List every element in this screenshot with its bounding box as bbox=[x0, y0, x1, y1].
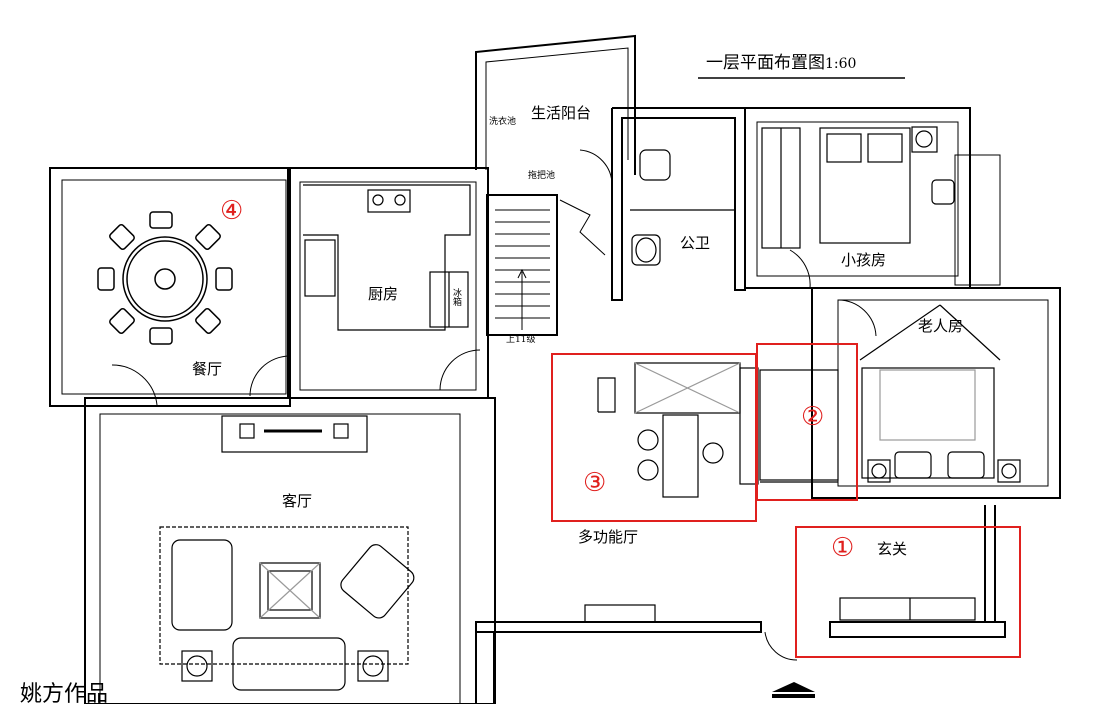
marker-2: ② bbox=[801, 402, 825, 432]
kitchen-wall bbox=[287, 167, 489, 399]
room-label-wc: 公卫 bbox=[680, 234, 711, 252]
room-label-kids: 小孩房 bbox=[841, 251, 887, 269]
balcony-wall bbox=[475, 34, 636, 175]
room-label-multi: 多功能厅 bbox=[578, 528, 639, 546]
marker-4: ④ bbox=[220, 196, 244, 226]
south-wall-left bbox=[475, 621, 762, 633]
living-wall bbox=[84, 397, 496, 704]
fixture-label-fridge: 冰箱 bbox=[453, 289, 463, 308]
kids-room-furniture bbox=[761, 126, 955, 249]
highlight-box-entry bbox=[795, 526, 1021, 658]
room-label-elder: 老人房 bbox=[918, 317, 964, 335]
doors bbox=[111, 149, 877, 661]
fixture-label-stairs: 上11级 bbox=[506, 335, 536, 345]
outer-walls bbox=[49, 34, 1061, 704]
entry-cabinet bbox=[584, 597, 976, 623]
multi-hall-furniture bbox=[597, 362, 839, 498]
elder-wall bbox=[811, 287, 1061, 499]
room-label-living: 客厅 bbox=[282, 492, 313, 510]
plan-title: 一层平面布置图1:60 bbox=[706, 55, 856, 72]
marker-3: ③ bbox=[583, 468, 607, 498]
room-label-entry: 玄关 bbox=[877, 540, 908, 558]
plan-title-text: 一层平面布置图 bbox=[706, 53, 825, 73]
plan-scale: 1:60 bbox=[825, 56, 857, 72]
elder-room-furniture bbox=[859, 304, 1021, 483]
author-credit: 姚方作品 bbox=[20, 682, 109, 704]
highlight-boxes bbox=[551, 343, 1021, 658]
highlight-box-multi bbox=[551, 353, 757, 522]
dining-table bbox=[97, 211, 233, 345]
room-label-kitchen: 厨房 bbox=[368, 285, 399, 303]
wc-fixtures bbox=[630, 149, 735, 266]
entry-arrow bbox=[772, 682, 815, 692]
kitchen-counter bbox=[303, 184, 471, 331]
dining-outer-wall bbox=[49, 167, 291, 407]
wc-wall bbox=[611, 107, 746, 301]
south-wall-right bbox=[829, 621, 1006, 638]
marker-1: ① bbox=[831, 533, 855, 563]
staircase bbox=[495, 199, 606, 330]
fixture-label-mop: 拖把池 bbox=[528, 171, 556, 181]
stair-wall bbox=[486, 194, 558, 336]
room-label-dining: 餐厅 bbox=[192, 360, 223, 378]
room-label-balcony: 生活阳台 bbox=[531, 104, 592, 122]
fixture-label-washer: 洗衣池 bbox=[489, 117, 517, 127]
living-room-furniture bbox=[159, 415, 415, 691]
